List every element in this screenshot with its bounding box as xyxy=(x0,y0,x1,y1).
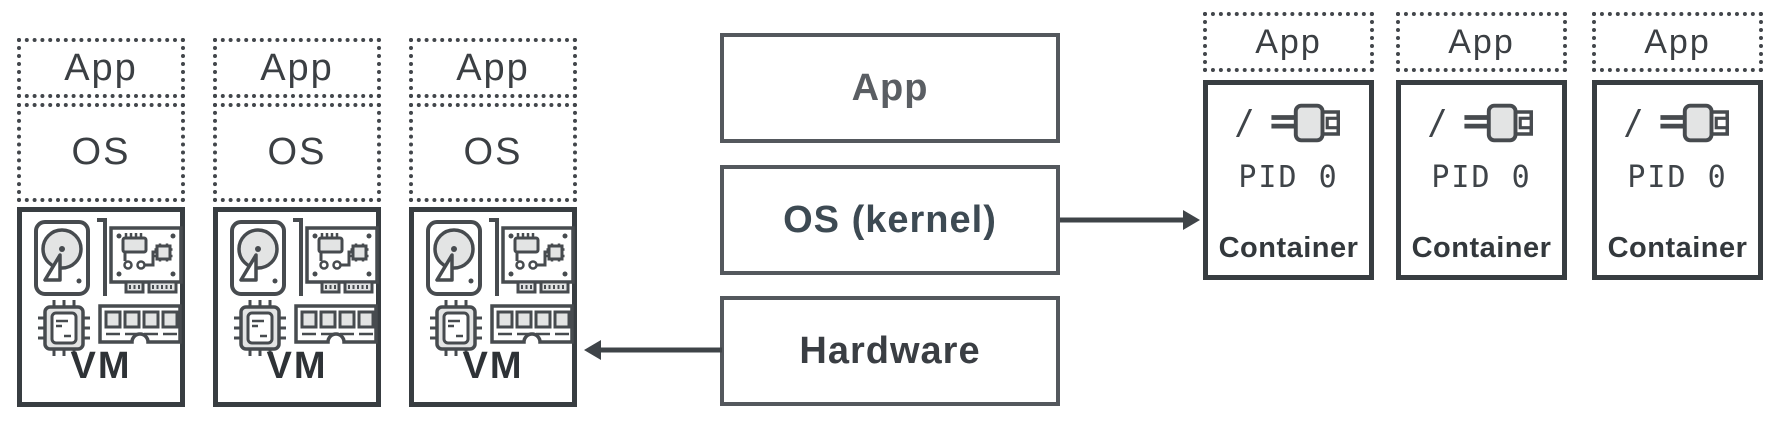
container2-label: Container xyxy=(1411,232,1552,264)
container-stack-2: App / PID 0 Container xyxy=(1396,0,1567,290)
vm-stack-3: App OS xyxy=(409,0,577,422)
container3-label: Container xyxy=(1607,232,1748,264)
vm3-app-label: App xyxy=(456,46,530,89)
pci-card-icon xyxy=(293,218,379,296)
ram-module-icon xyxy=(98,304,182,344)
vm3-box: VM xyxy=(409,207,577,407)
plug-icon xyxy=(1660,103,1729,143)
container2-box: / PID 0 Container xyxy=(1396,80,1567,280)
vm3-os-label: OS xyxy=(463,131,523,173)
pci-card-icon xyxy=(489,218,575,296)
host-app-box: App xyxy=(720,33,1060,143)
container1-app-label: App xyxy=(1255,22,1322,61)
container3-pid: PID 0 xyxy=(1627,160,1728,195)
vm1-os-box: OS xyxy=(17,103,185,202)
container2-rootfs-row: / xyxy=(1401,101,1562,145)
container3-root-path: / xyxy=(1623,103,1644,143)
vm1-app-box: App xyxy=(17,38,185,98)
host-hardware-box: Hardware xyxy=(720,296,1060,406)
vm2-os-label: OS xyxy=(267,131,327,173)
vm-stack-1: App OS xyxy=(17,0,185,422)
vm1-box: VM xyxy=(17,207,185,407)
container2-pid: PID 0 xyxy=(1431,160,1532,195)
vm1-app-label: App xyxy=(64,46,138,89)
container3-rootfs-row: / xyxy=(1597,101,1758,145)
vm2-app-label: App xyxy=(260,46,334,89)
container3-app-box: App xyxy=(1592,12,1763,72)
host-hardware-label: Hardware xyxy=(799,329,981,372)
host-os-kernel-box: OS (kernel) xyxy=(720,165,1060,275)
vm2-label: VM xyxy=(266,345,328,387)
cpu-chip-icon xyxy=(234,300,286,356)
container1-root-path: / xyxy=(1234,103,1255,143)
container2-app-box: App xyxy=(1396,12,1567,72)
cpu-chip-icon xyxy=(38,300,90,356)
vm2-box: VM xyxy=(213,207,381,407)
plug-icon xyxy=(1271,103,1340,143)
hard-drive-icon xyxy=(34,220,90,296)
container1-app-box: App xyxy=(1203,12,1374,72)
vm3-label: VM xyxy=(462,345,524,387)
container1-rootfs-row: / xyxy=(1208,101,1369,145)
container-stack-1: App / PID 0 Container xyxy=(1203,0,1374,290)
container2-root-path: / xyxy=(1427,103,1448,143)
vm2-os-box: OS xyxy=(213,103,381,202)
hard-drive-icon xyxy=(426,220,482,296)
vm3-app-box: App xyxy=(409,38,577,98)
vm1-os-label: OS xyxy=(71,131,131,173)
host-app-label: App xyxy=(851,66,929,109)
os-to-container-arrow xyxy=(1060,210,1200,230)
host-os-kernel-label: OS (kernel) xyxy=(783,198,997,241)
hard-drive-icon xyxy=(230,220,286,296)
pci-card-icon xyxy=(97,218,183,296)
vm2-app-box: App xyxy=(213,38,381,98)
hardware-to-vm-arrow xyxy=(584,340,722,360)
container1-pid: PID 0 xyxy=(1238,160,1339,195)
ram-module-icon xyxy=(294,304,378,344)
container3-app-label: App xyxy=(1644,22,1711,61)
container1-label: Container xyxy=(1218,232,1359,264)
vm-stack-2: App OS xyxy=(213,0,381,422)
container1-box: / PID 0 Container xyxy=(1203,80,1374,280)
cpu-chip-icon xyxy=(430,300,482,356)
container2-app-label: App xyxy=(1448,22,1515,61)
container3-box: / PID 0 Container xyxy=(1592,80,1763,280)
vm1-label: VM xyxy=(70,345,132,387)
ram-module-icon xyxy=(490,304,574,344)
container-stack-3: App / PID 0 Container xyxy=(1592,0,1763,290)
plug-icon xyxy=(1464,103,1533,143)
vm3-os-box: OS xyxy=(409,103,577,202)
